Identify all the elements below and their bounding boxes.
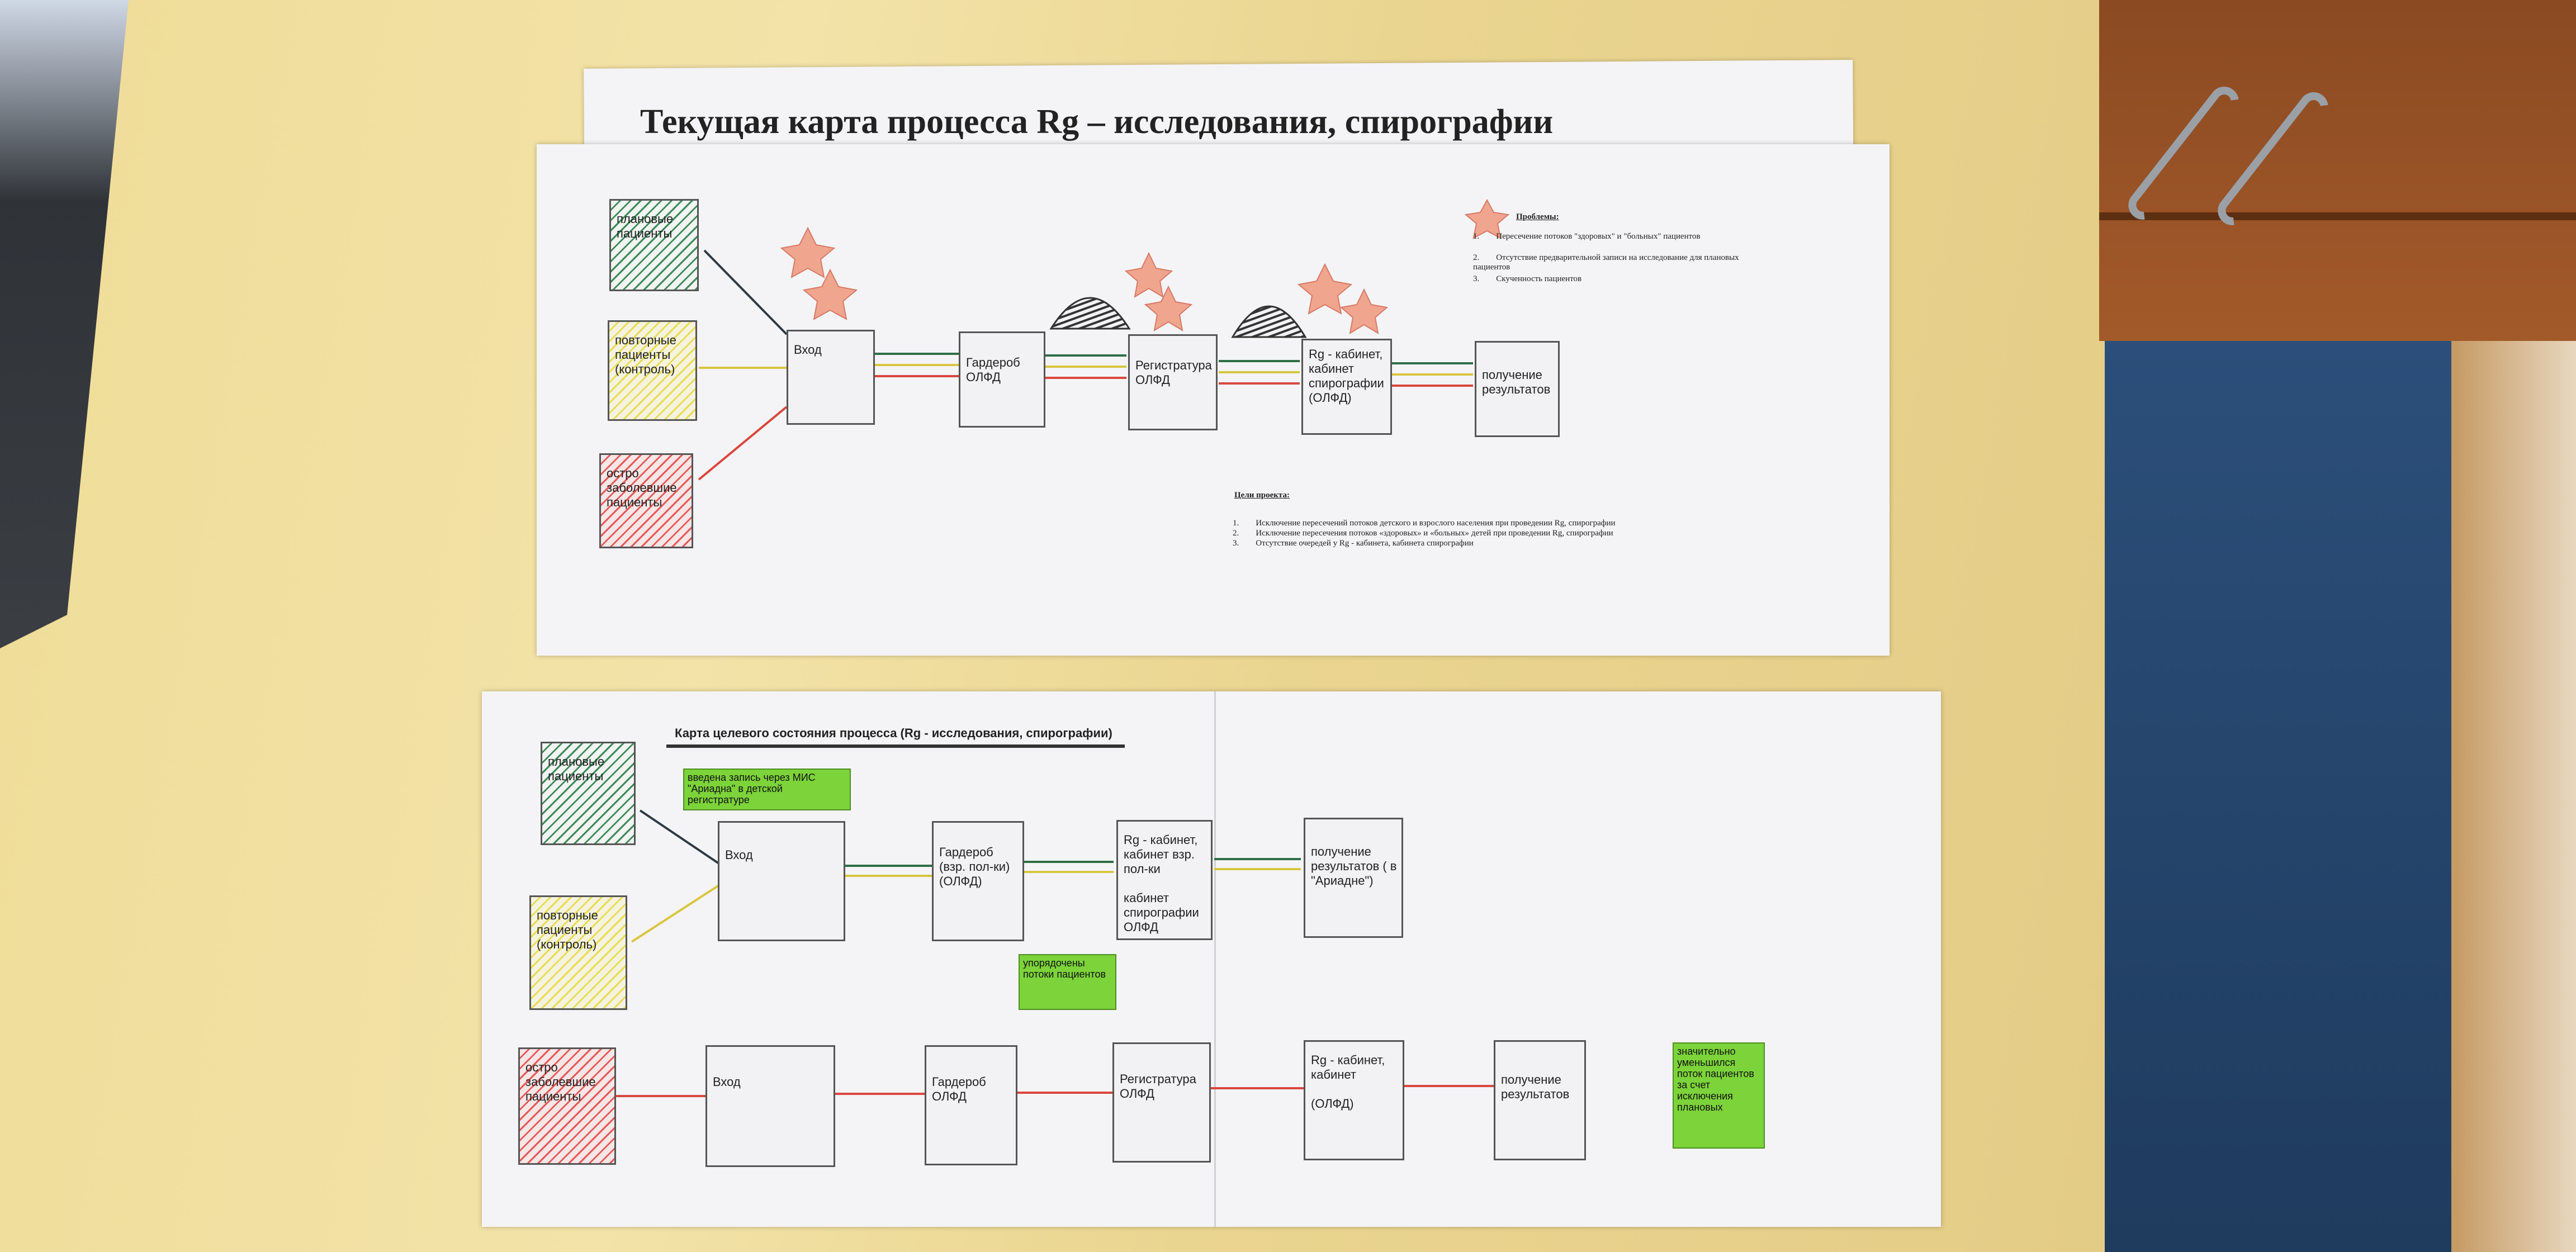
patient-box-repeat: повторные пациенты (контроль): [608, 320, 697, 421]
patient-box-acute: остро заболевшие пациенты: [518, 1047, 616, 1165]
problem-star: [1297, 263, 1353, 315]
step-label: Гардероб ОЛФД: [966, 355, 1020, 384]
target-map-title: Карта целевого состояния процесса (Rg - …: [675, 726, 1112, 740]
step-rg-cabinet: Rg - кабинет, кабинет спирографии (ОЛФД): [1301, 339, 1392, 435]
step-rg-cabinet: Rg - кабинет, кабинет (ОЛФД): [1304, 1040, 1404, 1160]
page-title: Текущая карта процесса Rg – исследования…: [640, 103, 1554, 141]
step-results: получение результатов: [1475, 341, 1560, 437]
goals-title: Цели проекта:: [1234, 491, 1290, 500]
step-wardrobe: Гардероб ОЛФД: [925, 1045, 1017, 1165]
problem-star: [802, 268, 858, 320]
goal-item: 1. Исключение пересечений потоков детско…: [1233, 519, 1616, 528]
step-label: получение результатов ( в "Ариадне"): [1311, 845, 1397, 888]
patient-box-acute: остро заболевшие пациенты: [599, 453, 693, 548]
step-label: Rg - кабинет, кабинет (ОЛФД): [1311, 1053, 1385, 1111]
problem-item: 1. Пересечение потоков "здоровых" и "бол…: [1473, 232, 1701, 241]
wooden-cabinet: [2099, 0, 2576, 341]
patient-label: остро заболевшие пациенты: [607, 466, 677, 509]
step-wardrobe: Гардероб (взр. пол-ки) (ОЛФД): [932, 821, 1024, 941]
problem-item: 3. Скученность пациентов: [1473, 274, 1582, 283]
patient-label: плановые пациенты: [617, 212, 674, 240]
patient-label: повторные пациенты (контроль): [537, 908, 598, 951]
problem-star: [1339, 288, 1389, 334]
problem-star: [780, 226, 836, 278]
step-label: Вход: [725, 848, 753, 862]
step-results: получение результатов: [1494, 1040, 1586, 1160]
patient-box-planned: плановые пациенты: [609, 199, 699, 291]
sticky-note: значительно уменьшился поток пациентов з…: [1673, 1042, 1765, 1149]
patient-label: повторные пациенты (контроль): [615, 333, 676, 376]
sheet-seam: [1214, 691, 1216, 1227]
step-entrance: Вход: [787, 330, 875, 425]
problem-item: 2. Отсутствие предварительной записи на …: [1473, 253, 1741, 272]
step-label: Гардероб (взр. пол-ки) (ОЛФД): [939, 845, 1010, 888]
drawer-gap: [2099, 212, 2576, 220]
goal-item: 2. Исключение пересечения потоков «здоро…: [1233, 529, 1613, 538]
wall-right: [2451, 341, 2576, 1252]
step-entrance: Вход: [718, 821, 845, 941]
patient-box-repeat: повторные пациенты (контроль): [529, 895, 627, 1010]
problems-title: Проблемы:: [1516, 212, 1559, 221]
step-label: Rg - кабинет, кабинет взр. пол-ки кабине…: [1124, 833, 1199, 934]
step-label: Регистратура ОЛФД: [1135, 358, 1212, 387]
step-label: получение результатов: [1501, 1073, 1570, 1101]
step-results: получение результатов ( в "Ариадне"): [1304, 818, 1403, 938]
patient-label: плановые пациенты: [548, 755, 605, 783]
step-registry: Регистратура ОЛФД: [1112, 1042, 1211, 1163]
sticky-note: введена запись через МИС "Ариадна" в дет…: [683, 769, 851, 810]
step-label: Rg - кабинет, кабинет спирографии (ОЛФД): [1309, 347, 1384, 405]
step-label: получение результатов: [1482, 368, 1551, 396]
step-label: Гардероб ОЛФД: [932, 1075, 986, 1103]
step-entrance: Вход: [705, 1045, 835, 1167]
patient-label: остро заболевшие пациенты: [525, 1060, 596, 1103]
target-state-map-sheet: Карта целевого состояния процесса (Rg - …: [482, 691, 1941, 1227]
step-label: Вход: [794, 343, 822, 357]
problem-star: [1464, 198, 1510, 239]
target-flow-arrows: [616, 744, 1494, 1097]
step-label: Регистратура ОЛФД: [1120, 1072, 1196, 1101]
current-state-map-sheet: Текущая карта процесса Rg – исследования…: [537, 103, 1890, 656]
flow-arrows: [698, 198, 1510, 481]
sticky-note: упорядочены потоки пациентов: [1019, 954, 1116, 1010]
problem-star: [1124, 252, 1173, 298]
goal-item: 3. Отсутствие очередей у Rg - кабинета, …: [1233, 539, 1474, 548]
blue-chair: [2105, 341, 2451, 1252]
step-label: Вход: [713, 1075, 741, 1089]
step-wardrobe: Гардероб ОЛФД: [959, 331, 1045, 428]
step-rg-cabinet: Rg - кабинет, кабинет взр. пол-ки кабине…: [1116, 820, 1213, 940]
problem-star: [1144, 285, 1193, 331]
step-registry: Регистратура ОЛФД: [1128, 334, 1218, 430]
patient-box-planned: плановые пациенты: [541, 742, 636, 845]
